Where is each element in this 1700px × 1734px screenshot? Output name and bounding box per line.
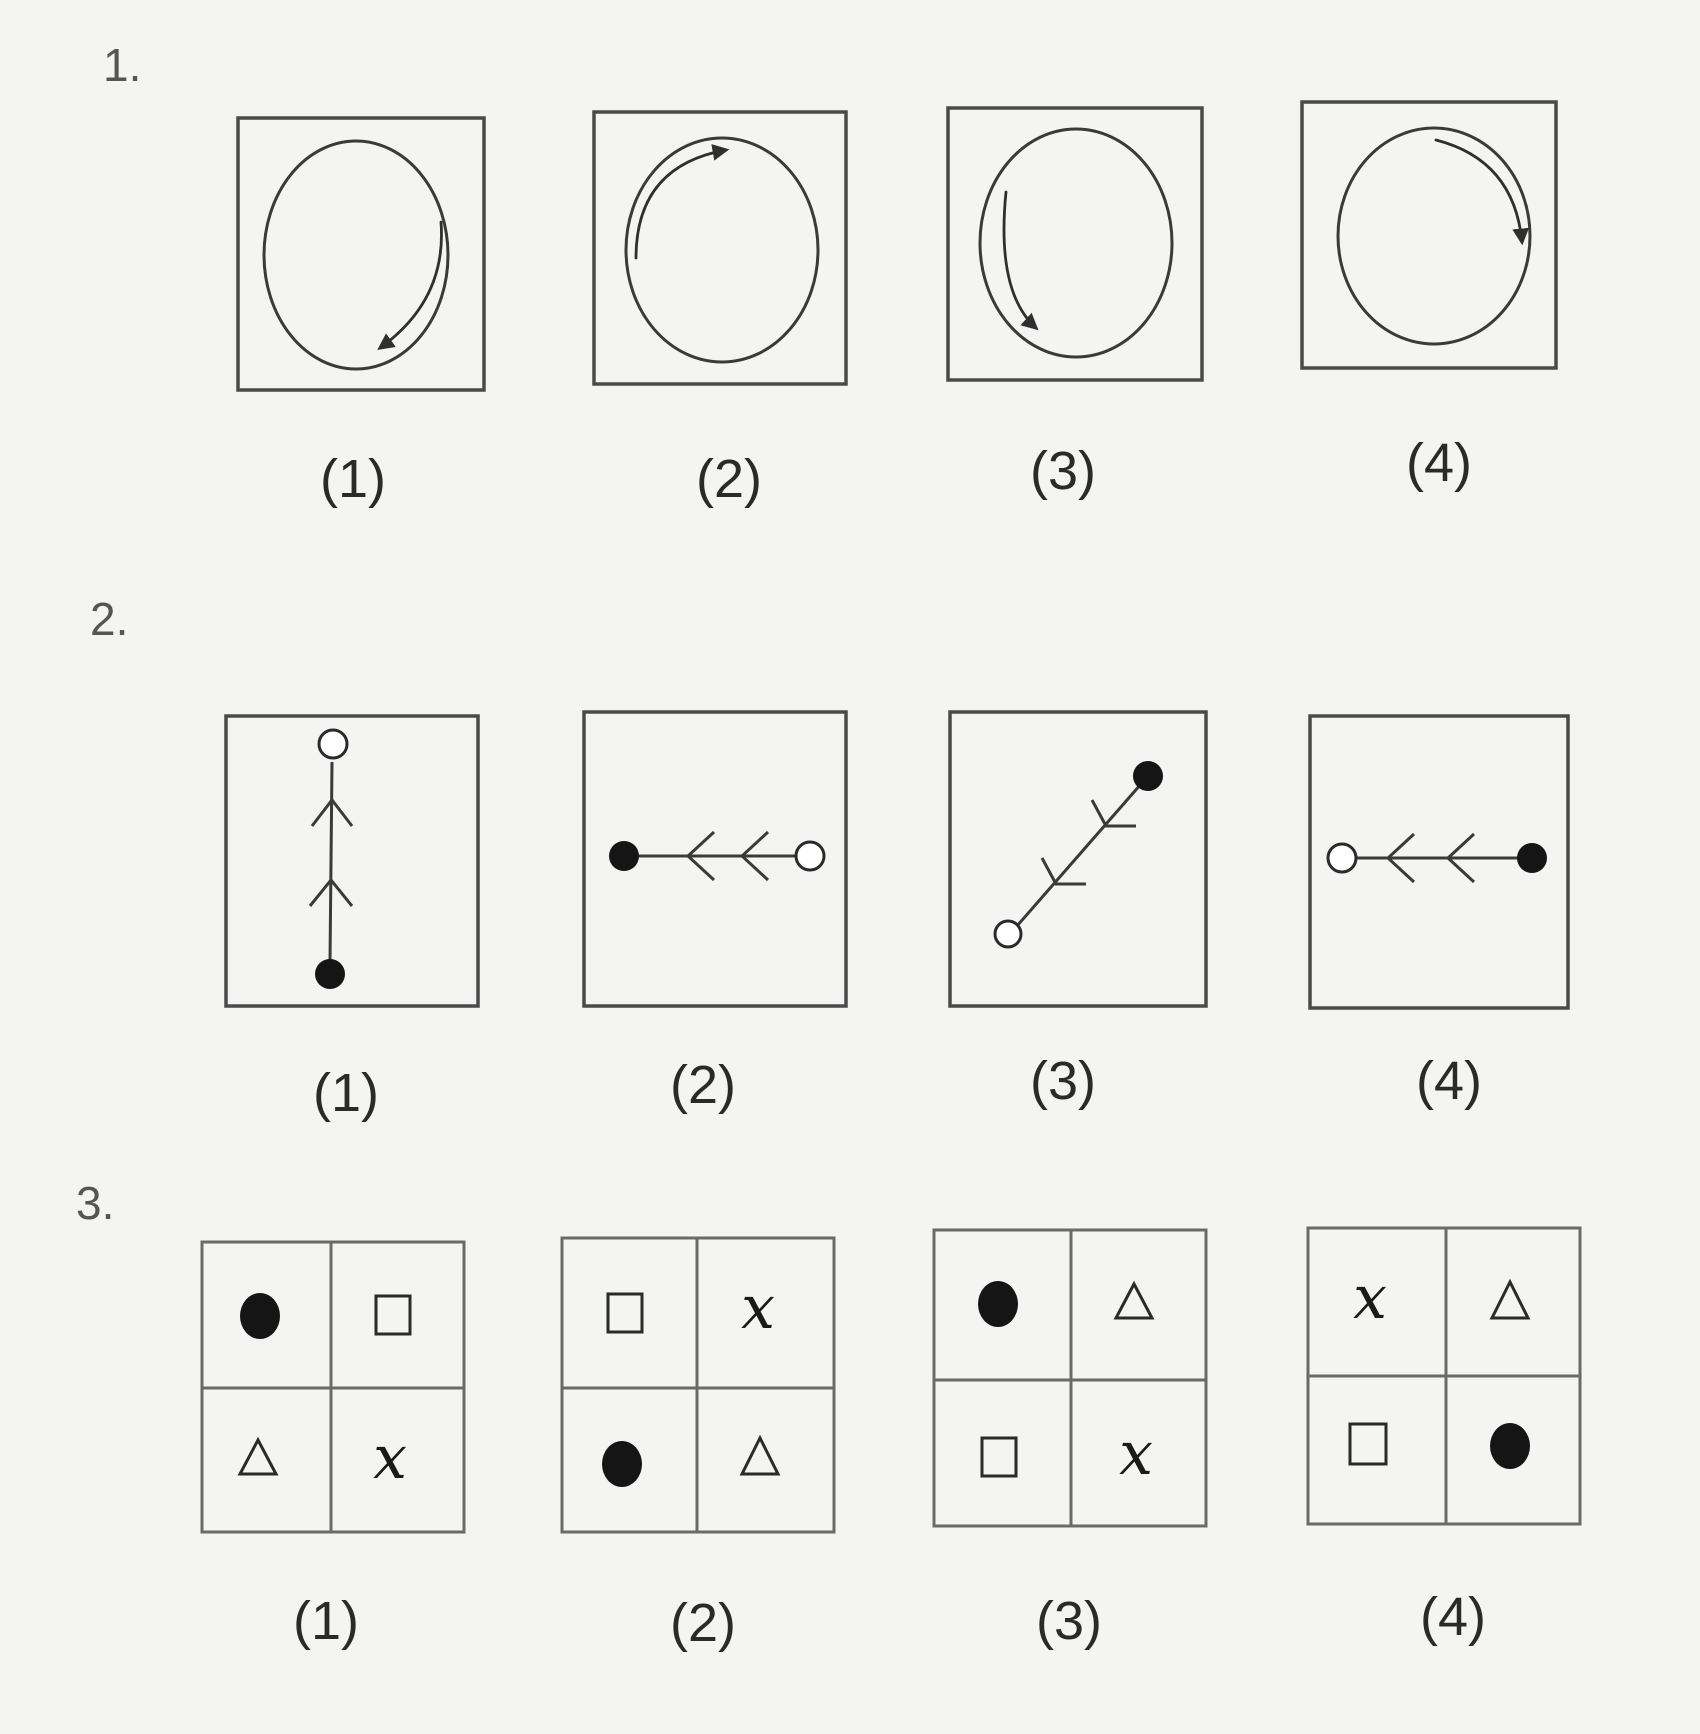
chevron-icon (1040, 857, 1086, 886)
filled-dot (1490, 1423, 1530, 1469)
q3-caption-3: (3) (1036, 1591, 1102, 1651)
arc-arrow-icon (1434, 138, 1530, 246)
q2-figure-3 (948, 710, 1208, 1008)
square-symbol (374, 1294, 412, 1336)
filled-dot (240, 1293, 280, 1339)
q2-figure-2 (582, 710, 848, 1008)
filled-dot (602, 1441, 642, 1487)
figure-frame (592, 110, 848, 386)
triangle-symbol (1489, 1278, 1531, 1320)
question-2-number: 2. (90, 593, 129, 645)
x-symbol: x (373, 1423, 407, 1493)
q3-figure-3: x (932, 1228, 1208, 1528)
q3-figure-4: x (1306, 1226, 1582, 1526)
filled-dot (978, 1281, 1018, 1327)
filled-dot (315, 959, 345, 989)
square-symbol (606, 1292, 644, 1334)
figure-frame (236, 116, 486, 392)
chevron-up-icon (310, 797, 354, 827)
q1-figure-4 (1300, 100, 1558, 370)
figure-frame (1300, 100, 1558, 370)
triangle-symbol (1113, 1280, 1155, 1320)
figure-frame (224, 714, 480, 1008)
q3-figure-1: x (200, 1240, 466, 1534)
figure-frame (948, 710, 1208, 1008)
arc-arrow-icon (634, 144, 730, 260)
x-symbol: x (741, 1273, 775, 1343)
circle-shape (262, 139, 450, 371)
q1-caption-1: (1) (320, 449, 386, 509)
hollow-dot (993, 919, 1023, 949)
arc-arrow-icon (377, 220, 443, 350)
filled-dot (1517, 843, 1547, 873)
figure-frame (582, 710, 848, 1008)
q1-caption-2: (2) (696, 449, 762, 509)
q3-figure-2: x (560, 1236, 836, 1534)
question-1-number: 1. (103, 39, 142, 91)
q1-figure-1 (236, 116, 486, 392)
question-3-number: 3. (76, 1177, 115, 1229)
arrow-shaft (328, 761, 334, 963)
chevron-left-icon (1385, 832, 1416, 884)
q2-figure-4 (1308, 714, 1570, 1010)
x-symbol: x (1353, 1263, 1387, 1333)
q1-figure-2 (592, 110, 848, 386)
q1-caption-4: (4) (1406, 433, 1472, 493)
square-symbol (1348, 1422, 1388, 1466)
figure-frame (1308, 714, 1570, 1010)
circle-shape (1336, 126, 1532, 346)
chevron-left-icon (1445, 832, 1476, 884)
filled-dot (609, 841, 639, 871)
q2-caption-3: (3) (1030, 1051, 1096, 1111)
x-symbol: x (1119, 1419, 1153, 1489)
hollow-dot (1326, 842, 1358, 874)
chevron-left-icon (739, 830, 770, 882)
q2-caption-2: (2) (670, 1055, 736, 1115)
q3-caption-1: (1) (293, 1591, 359, 1651)
triangle-symbol (237, 1436, 279, 1476)
q3-caption-2: (2) (670, 1593, 736, 1653)
chevron-left-icon (685, 830, 716, 882)
triangle-symbol (739, 1434, 781, 1476)
figure-frame (946, 106, 1204, 382)
arrow-shaft (1008, 775, 1150, 935)
q3-caption-4: (4) (1420, 1587, 1486, 1647)
circle-shape (978, 127, 1174, 359)
arc-arrow-icon (1002, 190, 1039, 331)
q1-figure-3 (946, 106, 1204, 382)
q2-caption-4: (4) (1416, 1051, 1482, 1111)
chevron-up-icon (308, 877, 354, 907)
hollow-dot (794, 840, 826, 872)
chevron-icon (1090, 799, 1136, 828)
circle-shape (624, 136, 820, 364)
q2-caption-1: (1) (313, 1063, 379, 1123)
square-symbol (980, 1436, 1018, 1478)
q1-caption-3: (3) (1030, 441, 1096, 501)
hollow-dot (317, 728, 349, 760)
q2-figure-1 (224, 714, 480, 1008)
filled-dot (1133, 761, 1163, 791)
